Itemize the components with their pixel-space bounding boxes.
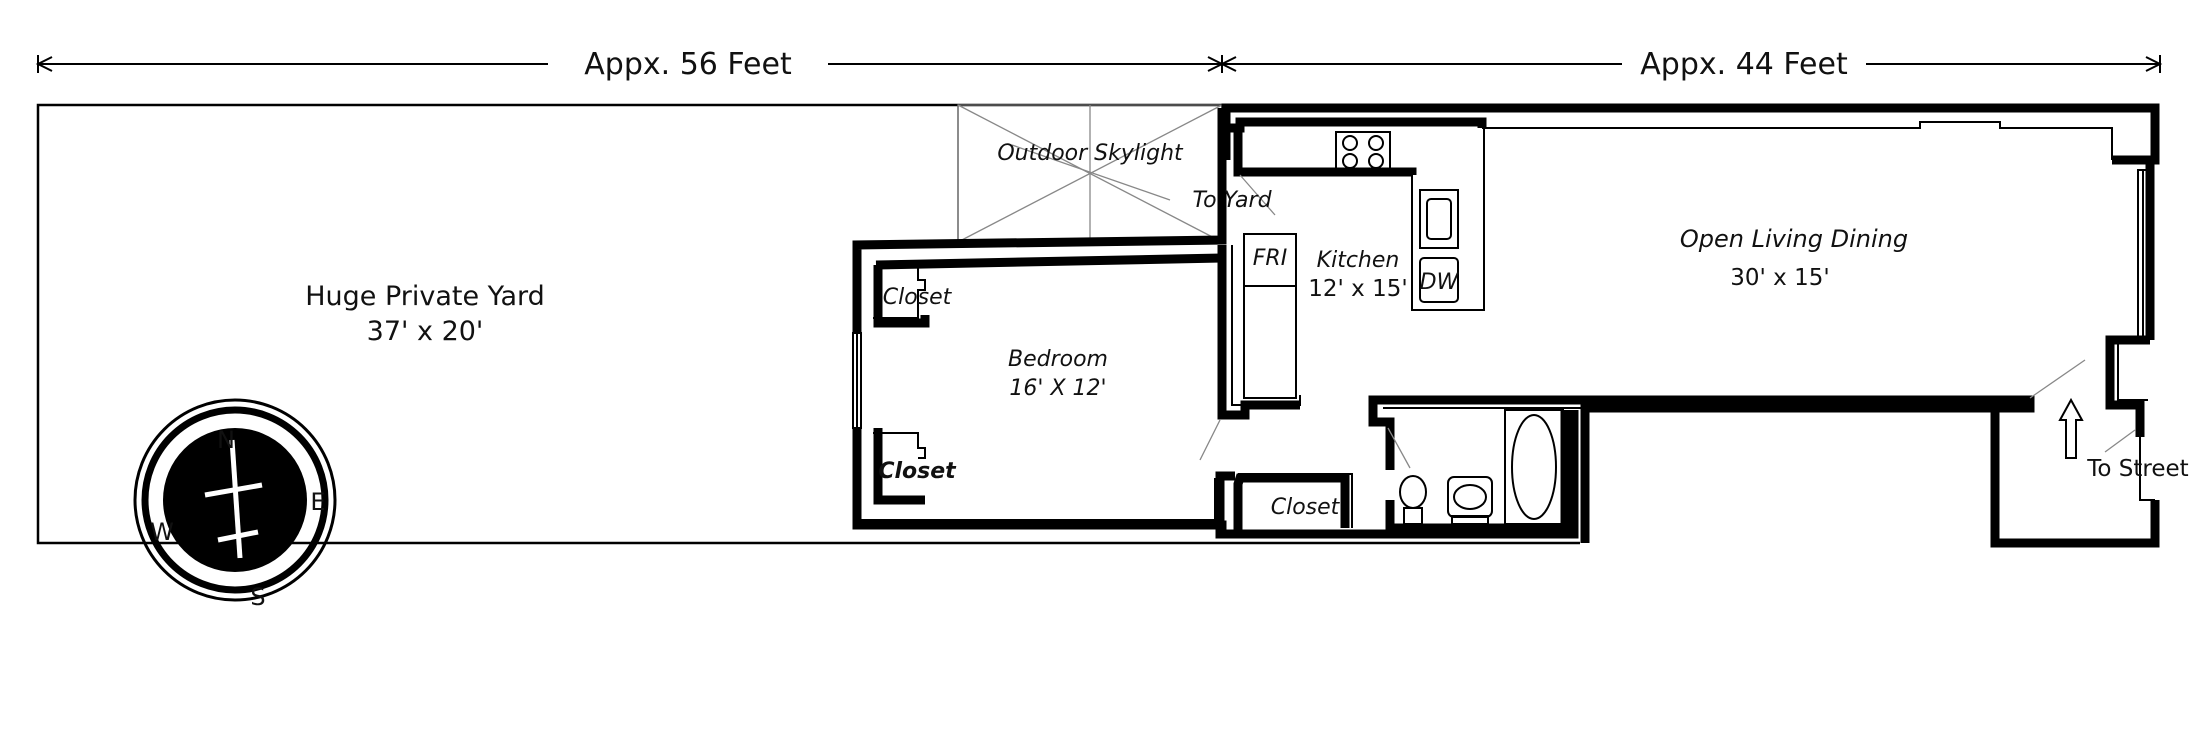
dishwasher-label: DW xyxy=(1420,270,1460,295)
fridge-label: FRI xyxy=(1253,246,1287,271)
compass-w: W xyxy=(150,518,174,546)
closet-bottom-label: Closet xyxy=(878,459,957,484)
stove-icon xyxy=(1335,131,1391,173)
toilet-icon xyxy=(1399,475,1427,525)
compass-n: N xyxy=(217,426,235,454)
kitchen-fixtures: DW FRI xyxy=(1253,131,1460,303)
to-yard-label: To Yard xyxy=(1192,188,1272,213)
closet-hall-label: Closet xyxy=(1271,495,1341,520)
kitchen-name: Kitchen xyxy=(1317,248,1400,273)
door-swings xyxy=(1199,174,2136,469)
yard-size: 37' x 20' xyxy=(367,316,484,347)
compass-icon: N E S W xyxy=(133,398,337,611)
to-street-label: To Street xyxy=(2086,456,2188,482)
compass-s: S xyxy=(250,583,265,611)
dimension-right-label: Appx. 44 Feet xyxy=(1640,47,1848,82)
bathroom-fixtures xyxy=(1399,409,1564,525)
room-labels: To Yard Kitchen 12' x 15' Open Living Di… xyxy=(878,188,2188,520)
bedroom-name: Bedroom xyxy=(1008,347,1108,372)
dishwasher-box: DW xyxy=(1419,257,1460,303)
living-name: Open Living Dining xyxy=(1680,225,1908,253)
yard: Huge Private Yard 37' x 20' xyxy=(36,103,1580,545)
bathroom-sink-icon xyxy=(1447,476,1493,525)
bathtub-icon xyxy=(1504,409,1564,525)
fridge-box: FRI xyxy=(1253,246,1287,271)
bedroom-size: 16' X 12' xyxy=(1009,376,1106,401)
sink-icon xyxy=(1419,189,1459,249)
entry-arrow-icon xyxy=(2058,397,2084,459)
yard-name: Huge Private Yard xyxy=(305,281,545,312)
dimension-right: Appx. 44 Feet xyxy=(1207,47,2163,82)
closet-top-label: Closet xyxy=(883,285,953,310)
living-size: 30' x 15' xyxy=(1730,265,1829,291)
compass-e: E xyxy=(310,488,325,516)
dimension-left-label: Appx. 56 Feet xyxy=(584,47,792,82)
walls xyxy=(852,103,2160,548)
skylight: Outdoor Skylight xyxy=(957,104,1223,243)
kitchen-size: 12' x 15' xyxy=(1308,276,1407,302)
dimension-left: Appx. 56 Feet xyxy=(35,47,1222,82)
skylight-label: Outdoor Skylight xyxy=(997,141,1184,166)
